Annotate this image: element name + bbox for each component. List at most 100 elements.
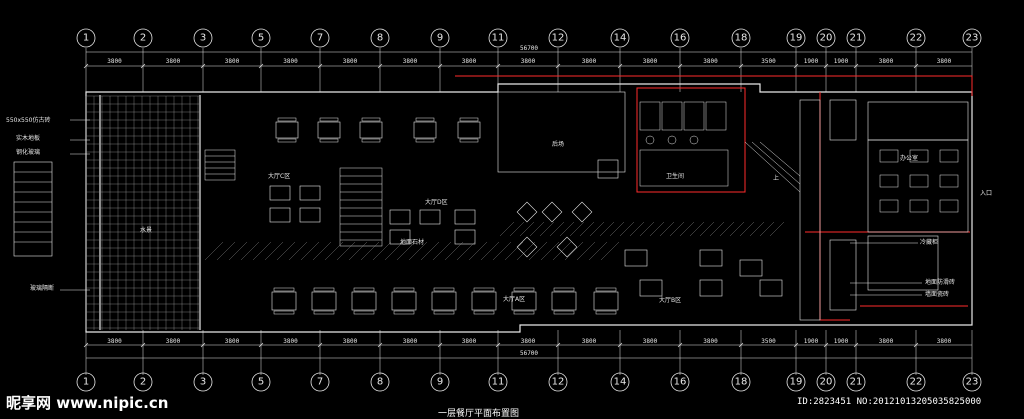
dining-table — [454, 229, 476, 245]
hatch-line — [240, 241, 260, 261]
bay-dimension-top: 3500 — [761, 58, 776, 65]
axis-label-top: 12 — [552, 33, 565, 44]
booth-seat — [313, 310, 335, 315]
hatch-line — [719, 221, 735, 237]
axis-bubble-top — [962, 28, 982, 48]
office-desk — [879, 174, 899, 188]
bay-dimension-top: 3800 — [166, 58, 181, 65]
axis-label-top: 8 — [377, 33, 383, 44]
axis-label-bottom: 23 — [966, 377, 979, 388]
booth-seat — [361, 117, 381, 122]
hatch-line — [769, 221, 785, 237]
label-bar: 地面石材 — [400, 238, 424, 246]
note-glass: 钢化玻璃 — [16, 148, 40, 156]
axis-bubble-top — [310, 28, 330, 48]
axis-label-bottom: 2 — [140, 377, 146, 388]
right-office-rooms — [799, 99, 969, 321]
booth-seat — [393, 287, 415, 292]
dining-table — [699, 279, 723, 297]
booth-row-bottom — [271, 287, 619, 315]
dining-table — [699, 249, 723, 267]
right-stair — [744, 141, 801, 193]
booth-table — [593, 291, 619, 311]
hatch-line — [729, 221, 745, 237]
axis-label-top: 11 — [492, 33, 505, 44]
bay-dimension-bottom: 3800 — [879, 338, 894, 345]
axis-bubble-bottom — [310, 372, 330, 392]
overall-dimension-top-label: 56700 — [520, 45, 538, 52]
booth-seat — [273, 310, 295, 315]
watermark-brand: 昵享网 www.nipic.cn — [6, 394, 168, 412]
bay-dimension-top: 3800 — [225, 58, 240, 65]
axis-label-bottom: 16 — [674, 377, 687, 388]
label-stairs: 上 — [773, 174, 779, 182]
axis-label-top: 7 — [317, 33, 323, 44]
booth-table — [317, 121, 341, 139]
square-table — [571, 201, 593, 223]
bay-dimension-top: 3800 — [283, 58, 298, 65]
office-desk — [939, 199, 959, 213]
dining-table — [269, 207, 291, 223]
stair-axis-3 — [204, 149, 236, 181]
office-desk — [909, 199, 929, 213]
dining-table — [759, 279, 783, 297]
axis-bubble-bottom — [962, 372, 982, 392]
axis-label-bottom: 7 — [317, 377, 323, 388]
hatch-line — [516, 241, 536, 261]
axis-label-bottom: 12 — [552, 377, 565, 388]
bay-dimension-bottom: 3800 — [521, 338, 536, 345]
booth-seat — [415, 138, 435, 143]
booth-seat — [319, 138, 339, 143]
dining-table — [624, 249, 648, 267]
axis-label-top: 14 — [614, 33, 627, 44]
dining-table — [419, 209, 441, 225]
booth-table — [311, 291, 337, 311]
bay-dimension-bottom: 3800 — [462, 338, 477, 345]
hatch-line — [639, 221, 655, 237]
axis-label-top: 3 — [200, 33, 206, 44]
booth-table — [359, 121, 383, 139]
booth-table — [431, 291, 457, 311]
axis-bubble-bottom — [786, 372, 806, 392]
hatch-line — [749, 221, 765, 237]
hatch-line — [759, 221, 775, 237]
axis-label-top: 23 — [966, 33, 979, 44]
booth-seat — [273, 287, 295, 292]
note-glass-wall: 玻璃隔断 — [30, 284, 54, 292]
axis-bubble-top — [816, 28, 836, 48]
axis-bubble-bottom — [251, 372, 271, 392]
booth-seat — [595, 287, 617, 292]
hatch-line — [564, 241, 584, 261]
office-desk — [909, 174, 929, 188]
axis-bubble-top — [548, 28, 568, 48]
booth-table — [511, 291, 537, 311]
axis-bubble-bottom — [610, 372, 630, 392]
hatch-line — [336, 241, 356, 261]
overall-dimension-bottom — [86, 344, 972, 359]
hatch-line — [549, 221, 565, 237]
booth-seat — [553, 310, 575, 315]
note-water: 水景 — [140, 226, 152, 234]
booth-table — [471, 291, 497, 311]
booth-seat — [553, 287, 575, 292]
label-main-hall-a: 大厅C区 — [268, 172, 290, 180]
bay-dimension-top: 3800 — [343, 58, 358, 65]
booth-seat — [433, 287, 455, 292]
bay-dimension-top: 3800 — [462, 58, 477, 65]
hatch-line — [324, 241, 344, 261]
axis-label-top: 20 — [820, 33, 833, 44]
kitchen-zone — [497, 91, 626, 179]
hatch-line — [528, 241, 548, 261]
axis-bubble-top — [846, 28, 866, 48]
bay-dimension-bottom: 1900 — [834, 338, 849, 345]
note-floor-tiles: 550x550仿古砖 — [6, 116, 50, 124]
hatch-line — [204, 241, 224, 261]
office-desk — [879, 199, 899, 213]
annotation-leaders — [60, 119, 922, 296]
booth-seat — [393, 310, 415, 315]
axis-label-bottom: 14 — [614, 377, 627, 388]
axis-label-bottom: 21 — [850, 377, 863, 388]
hatch-line — [276, 241, 296, 261]
central-stair — [339, 167, 383, 247]
